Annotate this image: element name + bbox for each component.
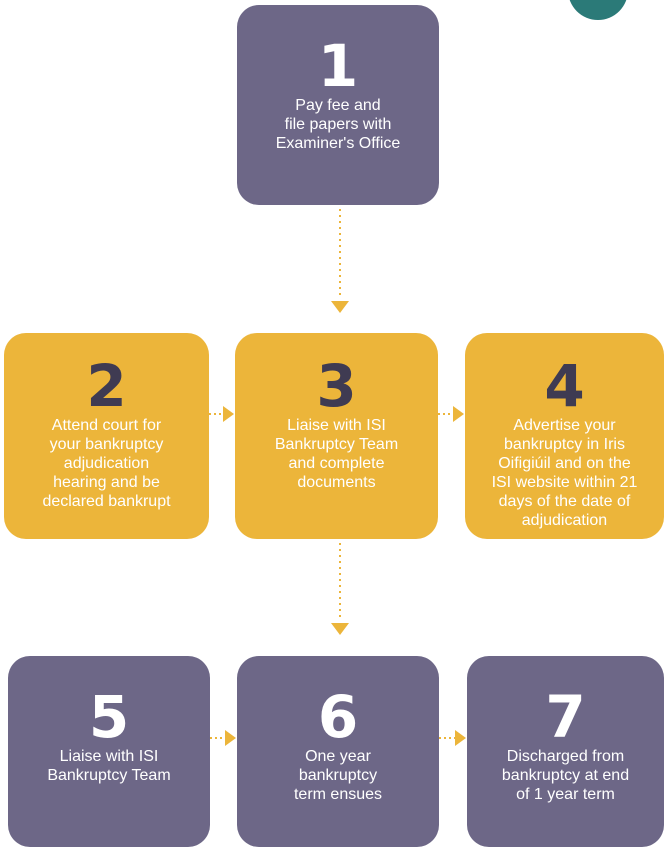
arrow-step3-to-step4 <box>438 406 464 422</box>
step-3-box: 3 Liaise with ISI Bankruptcy Team and co… <box>235 333 438 539</box>
arrow-step2-to-step3 <box>209 406 234 422</box>
step-6-box: 6 One year bankruptcy term ensues <box>237 656 439 847</box>
step-5-text: Liaise with ISI Bankruptcy Team <box>47 748 171 784</box>
step-2-box: 2 Attend court for your bankruptcy adjud… <box>4 333 209 539</box>
step-1-number: 1 <box>317 32 359 100</box>
arrow-step3-to-step6 <box>331 543 349 635</box>
arrow-step1-to-step3 <box>331 209 349 313</box>
step-1-text: Pay fee and file papers with Examiner's … <box>275 97 401 152</box>
step-4-box: 4 Advertise your bankruptcy in Iris Oifi… <box>465 333 664 539</box>
step-7-text: Discharged from bankruptcy at end of 1 y… <box>501 748 630 803</box>
step-7-box: 7 Discharged from bankruptcy at end of 1… <box>467 656 664 847</box>
arrow-step6-to-step7 <box>439 730 466 746</box>
step-5-number: 5 <box>88 683 130 751</box>
step-2-text: Attend court for your bankruptcy adjudic… <box>42 417 171 510</box>
step-5-box: 5 Liaise with ISI Bankruptcy Team <box>8 656 210 847</box>
arrow-step5-to-step6 <box>210 730 236 746</box>
step-7-number: 7 <box>545 683 586 751</box>
step-1-box: 1 Pay fee and file papers with Examiner'… <box>237 5 439 205</box>
step-3-number: 3 <box>316 352 357 420</box>
step-3-text: Liaise with ISI Bankruptcy Team and comp… <box>274 417 399 491</box>
step-6-number: 6 <box>317 683 359 751</box>
step-6-text: One year bankruptcy term ensues <box>293 748 383 803</box>
step-4-number: 4 <box>544 352 585 420</box>
step-2-number: 2 <box>86 352 127 420</box>
decorative-leaf-icon <box>568 0 628 20</box>
step-4-text: Advertise your bankruptcy in Iris Oifigi… <box>491 417 638 529</box>
